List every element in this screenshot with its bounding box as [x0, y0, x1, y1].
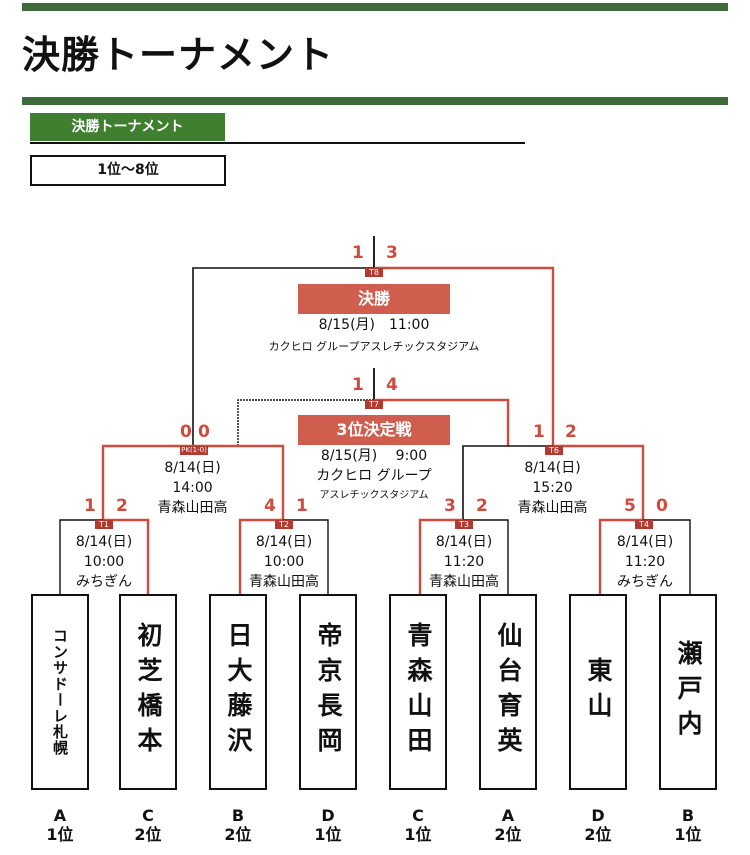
third-venue-line1: カクヒロ グループ [316, 468, 432, 484]
team-rank: 2位 [224, 825, 252, 844]
qf3-match-tag: T3 [455, 520, 473, 529]
team-rank: 1位 [674, 825, 702, 844]
team-name: 仙台育英 [494, 622, 523, 762]
header-bottom-rule [22, 97, 728, 105]
sf2-date: 8/14(日) [524, 460, 581, 476]
team-group: D [591, 806, 605, 825]
qf4-score-left: 5 [624, 496, 636, 516]
team-name: 初芝橋本 [134, 622, 163, 762]
team-box[interactable]: 東山 [569, 594, 627, 790]
sf2-score-right: 2 [565, 422, 577, 442]
qf1-date: 8/14(日) [75, 534, 133, 550]
final-datetime: 8/15(月) 11:00 [318, 317, 430, 333]
sf2-venue: 青森山田高 [517, 500, 588, 516]
qf2-score-left: 4 [264, 496, 276, 516]
team-box[interactable]: 日大藤沢 [209, 594, 267, 790]
team-box[interactable]: コンサドーレ札幌 [31, 594, 89, 790]
qf4-score-right: 0 [656, 496, 668, 516]
qf1-venue: みちぎん [76, 574, 132, 590]
qf1-score-left: 1 [84, 496, 96, 516]
sf1-time: 14:00 [172, 480, 213, 496]
team-box[interactable]: 仙台育英 [479, 594, 537, 790]
qf1-time: 10:00 [83, 554, 125, 570]
section-tab[interactable]: 決勝トーナメント [30, 113, 225, 141]
sf2-time: 15:20 [532, 480, 573, 496]
sf1-score-left: 0 [180, 422, 192, 442]
page-title: 決勝トーナメント [22, 33, 335, 77]
team-group: D [321, 806, 335, 825]
final-venue: カクヒロ グループアスレチックスタジアム [268, 340, 480, 353]
qf3-score-left: 3 [444, 496, 456, 516]
sf1-venue: 青森山田高 [157, 500, 228, 516]
qf4-match-tag: T4 [635, 520, 653, 529]
team-box[interactable]: 初芝橋本 [119, 594, 177, 790]
qf3-date: 8/14(日) [435, 534, 493, 550]
team-rank: 1位 [314, 825, 342, 844]
team-box[interactable]: 帝京長岡 [299, 594, 357, 790]
qf3-venue: 青森山田高 [429, 574, 499, 590]
rank-range-label: 1位〜8位 [30, 155, 226, 186]
team-rank: 1位 [46, 825, 74, 844]
qf2-date: 8/14(日) [255, 534, 313, 550]
team-group: A [501, 806, 515, 825]
qf2-score-right: 1 [296, 496, 308, 516]
final-banner: 決勝 [298, 284, 450, 314]
team-group: C [412, 806, 424, 825]
qf4-venue: みちぎん [617, 574, 673, 590]
team-group: B [231, 806, 245, 825]
sf1-date: 8/14(日) [164, 460, 221, 476]
final-score-left: 1 [352, 243, 364, 263]
team-rank: 2位 [134, 825, 162, 844]
third-score-right: 4 [386, 375, 398, 395]
third-place-banner: 3位決定戦 [298, 415, 450, 445]
qf1-match-tag: T1 [95, 520, 113, 529]
team-name: 瀬戸内 [674, 639, 703, 745]
team-box[interactable]: 青森山田 [389, 594, 447, 790]
qf2-time: 10:00 [263, 554, 305, 570]
sf2-score-left: 1 [533, 422, 545, 442]
team-name: 東山 [584, 657, 613, 727]
qf3-score-right: 2 [476, 496, 488, 516]
third-datetime: 8/15(月) 9:00 [320, 448, 428, 464]
qf4-date: 8/14(日) [616, 534, 674, 550]
sf2-match-tag: T6 [545, 446, 563, 455]
third-score-left: 1 [352, 375, 364, 395]
qf1-score-right: 2 [116, 496, 128, 516]
team-rank: 2位 [494, 825, 522, 844]
qf2-match-tag: T2 [275, 520, 293, 529]
team-group: C [142, 806, 154, 825]
third-venue-line2: アスレチックスタジアム [319, 490, 429, 501]
team-name: 日大藤沢 [224, 622, 253, 762]
team-box[interactable]: 瀬戸内 [659, 594, 717, 790]
team-name: 帝京長岡 [314, 622, 343, 762]
team-rank: 1位 [404, 825, 432, 844]
final-score-right: 3 [386, 243, 398, 263]
team-group: A [53, 806, 67, 825]
third-match-tag: T7 [365, 400, 383, 409]
team-name: 青森山田 [404, 622, 433, 762]
sf1-match-tag: PK(1-0) [180, 446, 208, 455]
final-match-tag: T8 [365, 268, 383, 277]
header-top-rule [22, 3, 728, 11]
qf4-time: 11:20 [624, 554, 666, 570]
team-group: B [681, 806, 695, 825]
qf3-time: 11:20 [443, 554, 485, 570]
sf1-score-right: 0 [198, 422, 210, 442]
qf2-venue: 青森山田高 [249, 574, 319, 590]
section-underline [30, 142, 525, 144]
team-name: コンサドーレ札幌 [51, 628, 69, 756]
team-rank: 2位 [584, 825, 612, 844]
